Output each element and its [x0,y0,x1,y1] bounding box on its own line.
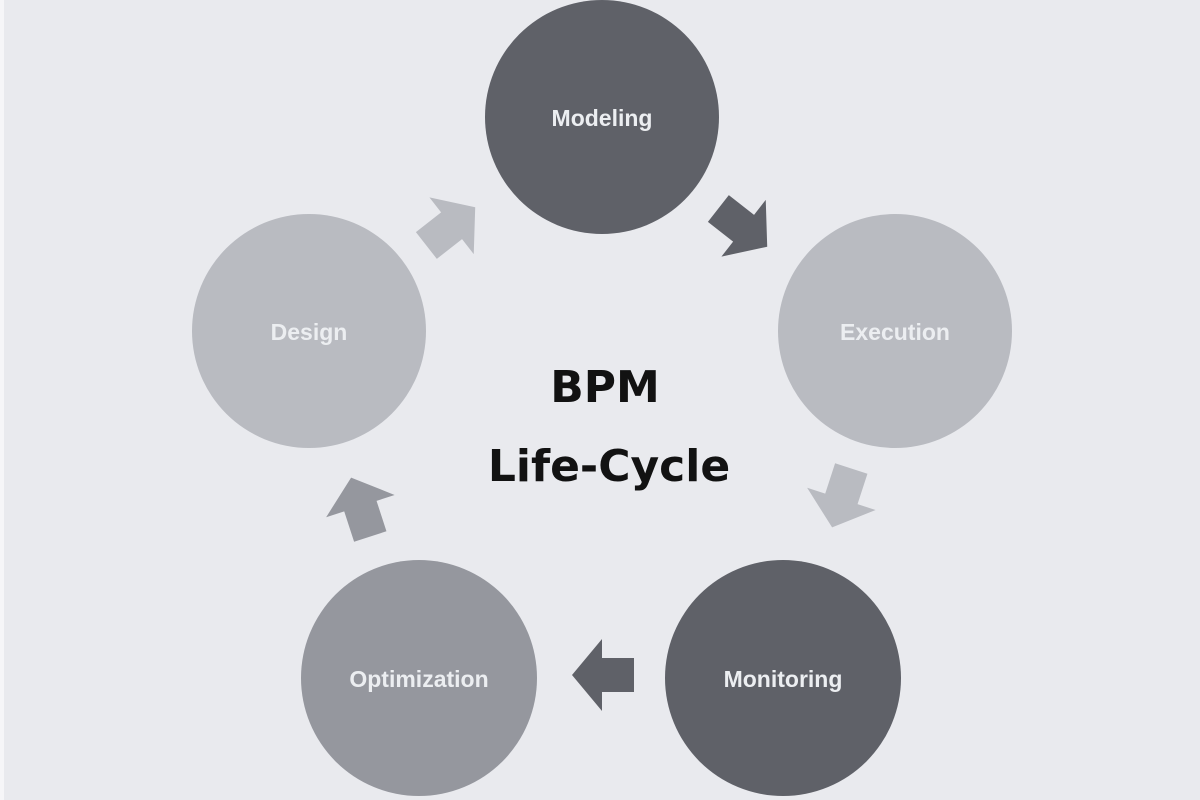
left-edge-strip [0,0,4,800]
stage-circle-design [192,214,426,448]
stage-label-optimization: Optimization [349,666,488,692]
stage-optimization: Optimization [301,560,537,796]
stage-label-modeling: Modeling [552,105,653,131]
stage-circle-execution [778,214,1012,448]
stage-design: Design [192,214,426,448]
title-line-life-cycle: Life-Cycle [488,441,730,492]
stage-execution: Execution [778,214,1012,448]
arrow-monitoring-optimization-icon [572,639,634,711]
arrow-optimization-design-icon [326,477,395,542]
stage-label-execution: Execution [840,319,950,345]
arrows-layer [326,195,876,711]
center-title: BPM Life-Cycle [488,362,730,492]
stage-modeling: Modeling [485,0,719,234]
stage-circle-monitoring [665,560,901,796]
stage-label-design: Design [271,319,348,345]
title-line-bpm: BPM [550,362,660,413]
arrow-modeling-execution-icon [707,195,768,257]
stage-circle-optimization [301,560,537,796]
stage-monitoring: Monitoring [665,560,901,796]
stage-circle-modeling [485,0,719,234]
stage-label-monitoring: Monitoring [724,666,843,692]
arrow-design-modeling-icon [415,197,476,259]
arrow-execution-monitoring-icon [807,463,876,528]
